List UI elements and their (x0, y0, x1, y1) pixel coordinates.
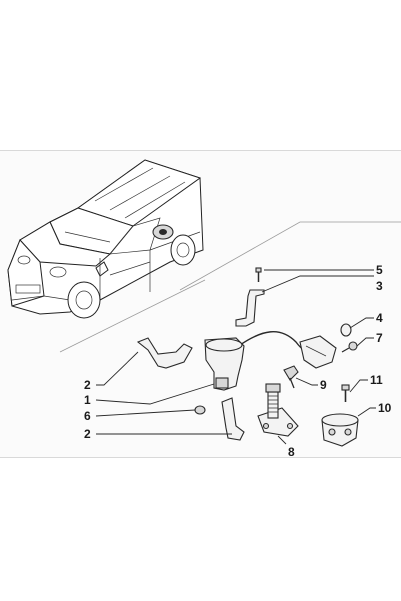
callouts: 5 3 4 7 2 9 11 1 6 10 2 8 (84, 263, 392, 459)
callout-10: 10 (378, 401, 392, 415)
part-5-bolt (255, 267, 262, 282)
callout-1: 1 (84, 393, 91, 407)
callout-5: 5 (376, 263, 383, 277)
part-3-bracket (235, 289, 265, 327)
part-4-grommet (340, 323, 352, 337)
callout-11: 11 (370, 373, 383, 387)
callout-2: 2 (84, 378, 91, 392)
part-10-cap (321, 413, 359, 447)
callout-2-lower: 2 (84, 427, 91, 441)
guide-lines (59, 221, 401, 353)
part-2-bracket-lower (221, 397, 245, 441)
part-7-clip (341, 341, 358, 353)
part-9-fitting (283, 365, 299, 389)
callout-7: 7 (376, 331, 383, 345)
callout-9: 9 (320, 378, 327, 392)
van-illustration (7, 159, 204, 319)
callout-8: 8 (288, 445, 295, 459)
callout-4: 4 (376, 311, 383, 325)
part-11-bolt (341, 384, 350, 402)
callout-3: 3 (376, 279, 383, 293)
callout-6: 6 (84, 409, 91, 423)
handle-part (299, 335, 337, 369)
leader-lines (95, 269, 376, 445)
part-8-support (257, 383, 299, 437)
part-1-winch (204, 337, 245, 391)
part-2-bracket-upper (136, 337, 193, 369)
part-6-washer (194, 405, 206, 415)
